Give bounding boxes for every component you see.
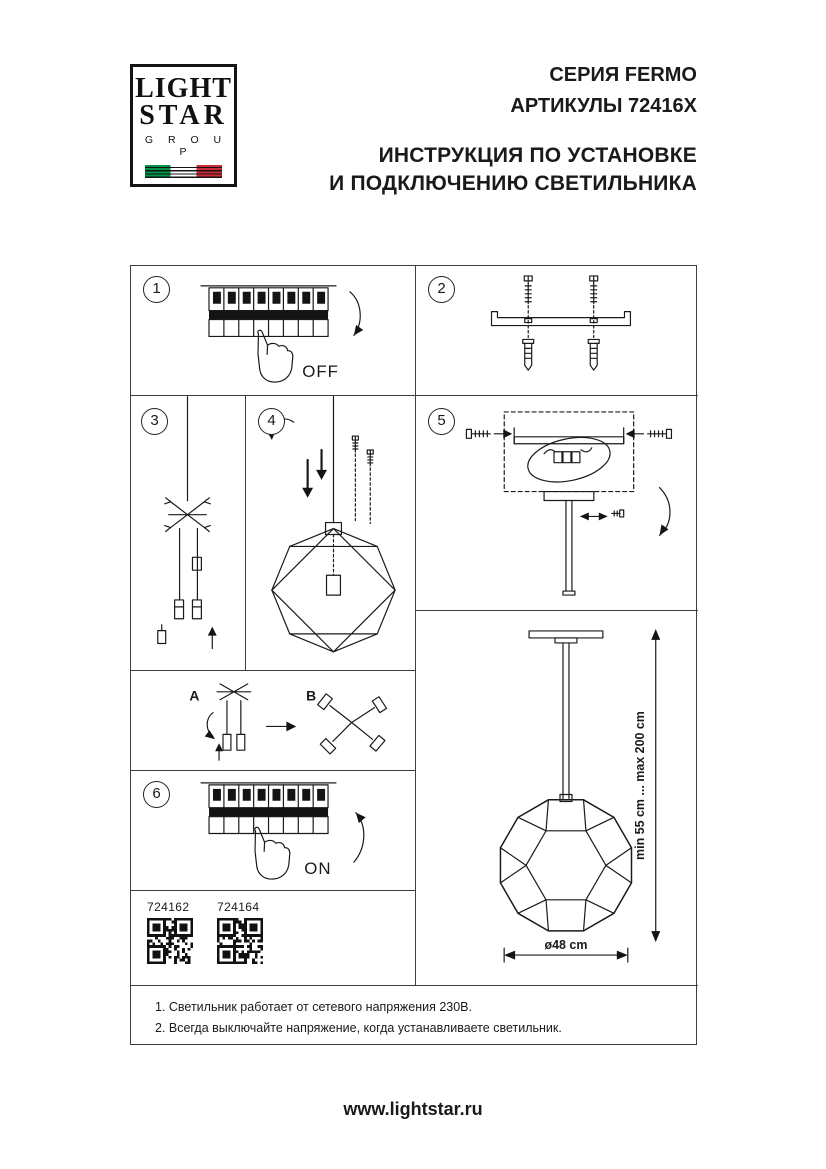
qr-code-1 xyxy=(147,918,193,964)
title-line-2: И ПОДКЛЮЧЕНИЮ СВЕТИЛЬНИКА xyxy=(329,172,697,196)
height-dimension: min 55 cm ... max 200 cm xyxy=(633,628,661,943)
on-label: ON xyxy=(304,859,331,878)
canopy-and-rod xyxy=(543,490,595,596)
variant-a-label: A xyxy=(189,688,199,704)
ceiling-bracket xyxy=(513,427,625,445)
breaker-row xyxy=(200,285,337,338)
logo-light: LIGHT xyxy=(135,73,232,104)
diameter-dimension: ø48 cm xyxy=(503,938,629,963)
instruction-grid: 1 OFF xyxy=(130,265,698,1046)
website-url: www.lightstar.ru xyxy=(343,1099,483,1119)
cable-connectors xyxy=(174,599,202,620)
ceiling-plate xyxy=(528,630,604,644)
screw-icon xyxy=(366,449,374,467)
step3-cables-drawing xyxy=(157,396,217,650)
screw-icon xyxy=(523,275,533,305)
variant-b-label: B xyxy=(306,688,316,704)
curved-arrow-up-icon xyxy=(353,812,366,863)
faceted-shade xyxy=(271,521,396,653)
step4-shade-drawing xyxy=(266,396,396,653)
mounting-bracket xyxy=(490,311,632,327)
grub-screw-icon xyxy=(611,509,625,518)
double-arrow-icon xyxy=(579,512,608,521)
note-1: 1. Светильник работает от сетевого напря… xyxy=(155,1000,472,1014)
pendant-dimensions-panel: min 55 cm ... max 200 cm ø48 cm xyxy=(416,611,698,986)
curved-arrow-icon xyxy=(204,711,216,740)
height-range-label: min 55 cm ... max 200 cm xyxy=(633,711,647,860)
step-number-5: 5 xyxy=(428,408,455,435)
curved-arrow-icon xyxy=(658,486,671,536)
pendant-lamp-drawing: min 55 cm ... max 200 cm ø48 cm xyxy=(499,628,661,963)
curved-arrow-down-icon xyxy=(349,291,364,337)
connector-variants-panel: A B xyxy=(131,671,416,771)
logo-star: STAR xyxy=(139,99,228,131)
title-line-1: ИНСТРУКЦИЯ ПО УСТАНОВКЕ xyxy=(378,144,697,167)
qr-item-1: 724162 xyxy=(147,900,209,964)
step-number-6: 6 xyxy=(143,781,170,808)
step4-panel: 4 xyxy=(246,396,416,671)
notes-panel: 1. Светильник работает от сетевого напря… xyxy=(131,986,698,1046)
step1-panel: 1 OFF xyxy=(131,266,416,396)
spider-crossbar xyxy=(164,497,211,533)
spider-a xyxy=(216,683,252,701)
lightstar-logo: LIGHT STAR G R O U P xyxy=(130,64,237,187)
wall-anchor-icon xyxy=(522,338,535,371)
pointing-hand-icon xyxy=(257,329,294,383)
small-connector-icon xyxy=(157,624,167,645)
step-number-4: 4 xyxy=(258,408,285,435)
step3-panel: 3 xyxy=(131,396,246,671)
step2-panel: 2 xyxy=(416,266,698,396)
logo-group: G R O U P xyxy=(144,134,228,159)
step-number-1: 1 xyxy=(143,276,170,303)
spider-b xyxy=(316,693,388,755)
qr-item-2: 724164 xyxy=(217,900,279,964)
step-number-3: 3 xyxy=(141,408,168,435)
diameter-label: ø48 cm xyxy=(545,938,588,952)
step1-breaker-off-drawing: OFF xyxy=(200,285,364,383)
series-name: СЕРИЯ FERMO xyxy=(549,64,697,86)
screw-icon xyxy=(465,428,491,439)
step2-bracket-drawing xyxy=(490,275,632,371)
wiring-detail xyxy=(527,436,611,483)
faceted-shade xyxy=(499,793,633,932)
off-label: OFF xyxy=(302,362,339,381)
qr-panel: 724162 724164 xyxy=(131,891,416,986)
step-number-2: 2 xyxy=(428,276,455,303)
screw-icon xyxy=(646,428,673,439)
suspension-rod xyxy=(562,642,570,800)
connector-variants-drawing: A B xyxy=(189,683,388,761)
breaker-row xyxy=(200,782,337,835)
wall-anchor-icon xyxy=(587,338,600,371)
step6-breaker-on-drawing: ON xyxy=(200,782,366,880)
article-number: АРТИКУЛЫ 72416X xyxy=(510,95,697,117)
header-series-block: СЕРИЯ FERMO АРТИКУЛЫ 72416X xyxy=(510,60,697,122)
up-arrow-icon xyxy=(207,626,217,650)
pointing-hand-icon xyxy=(254,826,291,880)
qr-code-2 xyxy=(217,918,263,964)
step6-panel: 6 ON xyxy=(131,771,416,891)
step5-canopy-drawing xyxy=(465,411,673,596)
page-title: ИНСТРУКЦИЯ ПО УСТАНОВКЕ И ПОДКЛЮЧЕНИЮ СВ… xyxy=(329,142,697,199)
screw-icon xyxy=(589,275,599,305)
qr-code-number-1: 724162 xyxy=(147,900,190,914)
step5-panel: 5 xyxy=(416,396,698,611)
right-arrow-icon xyxy=(265,721,297,732)
note-2: 2. Всегда выключайте напряжение, когда у… xyxy=(155,1020,562,1035)
down-arrow-icon xyxy=(302,448,328,498)
screw-icon xyxy=(351,435,359,453)
up-arrow-icon xyxy=(215,743,224,761)
logo-italian-flag xyxy=(145,165,222,179)
qr-code-number-2: 724164 xyxy=(217,900,260,914)
